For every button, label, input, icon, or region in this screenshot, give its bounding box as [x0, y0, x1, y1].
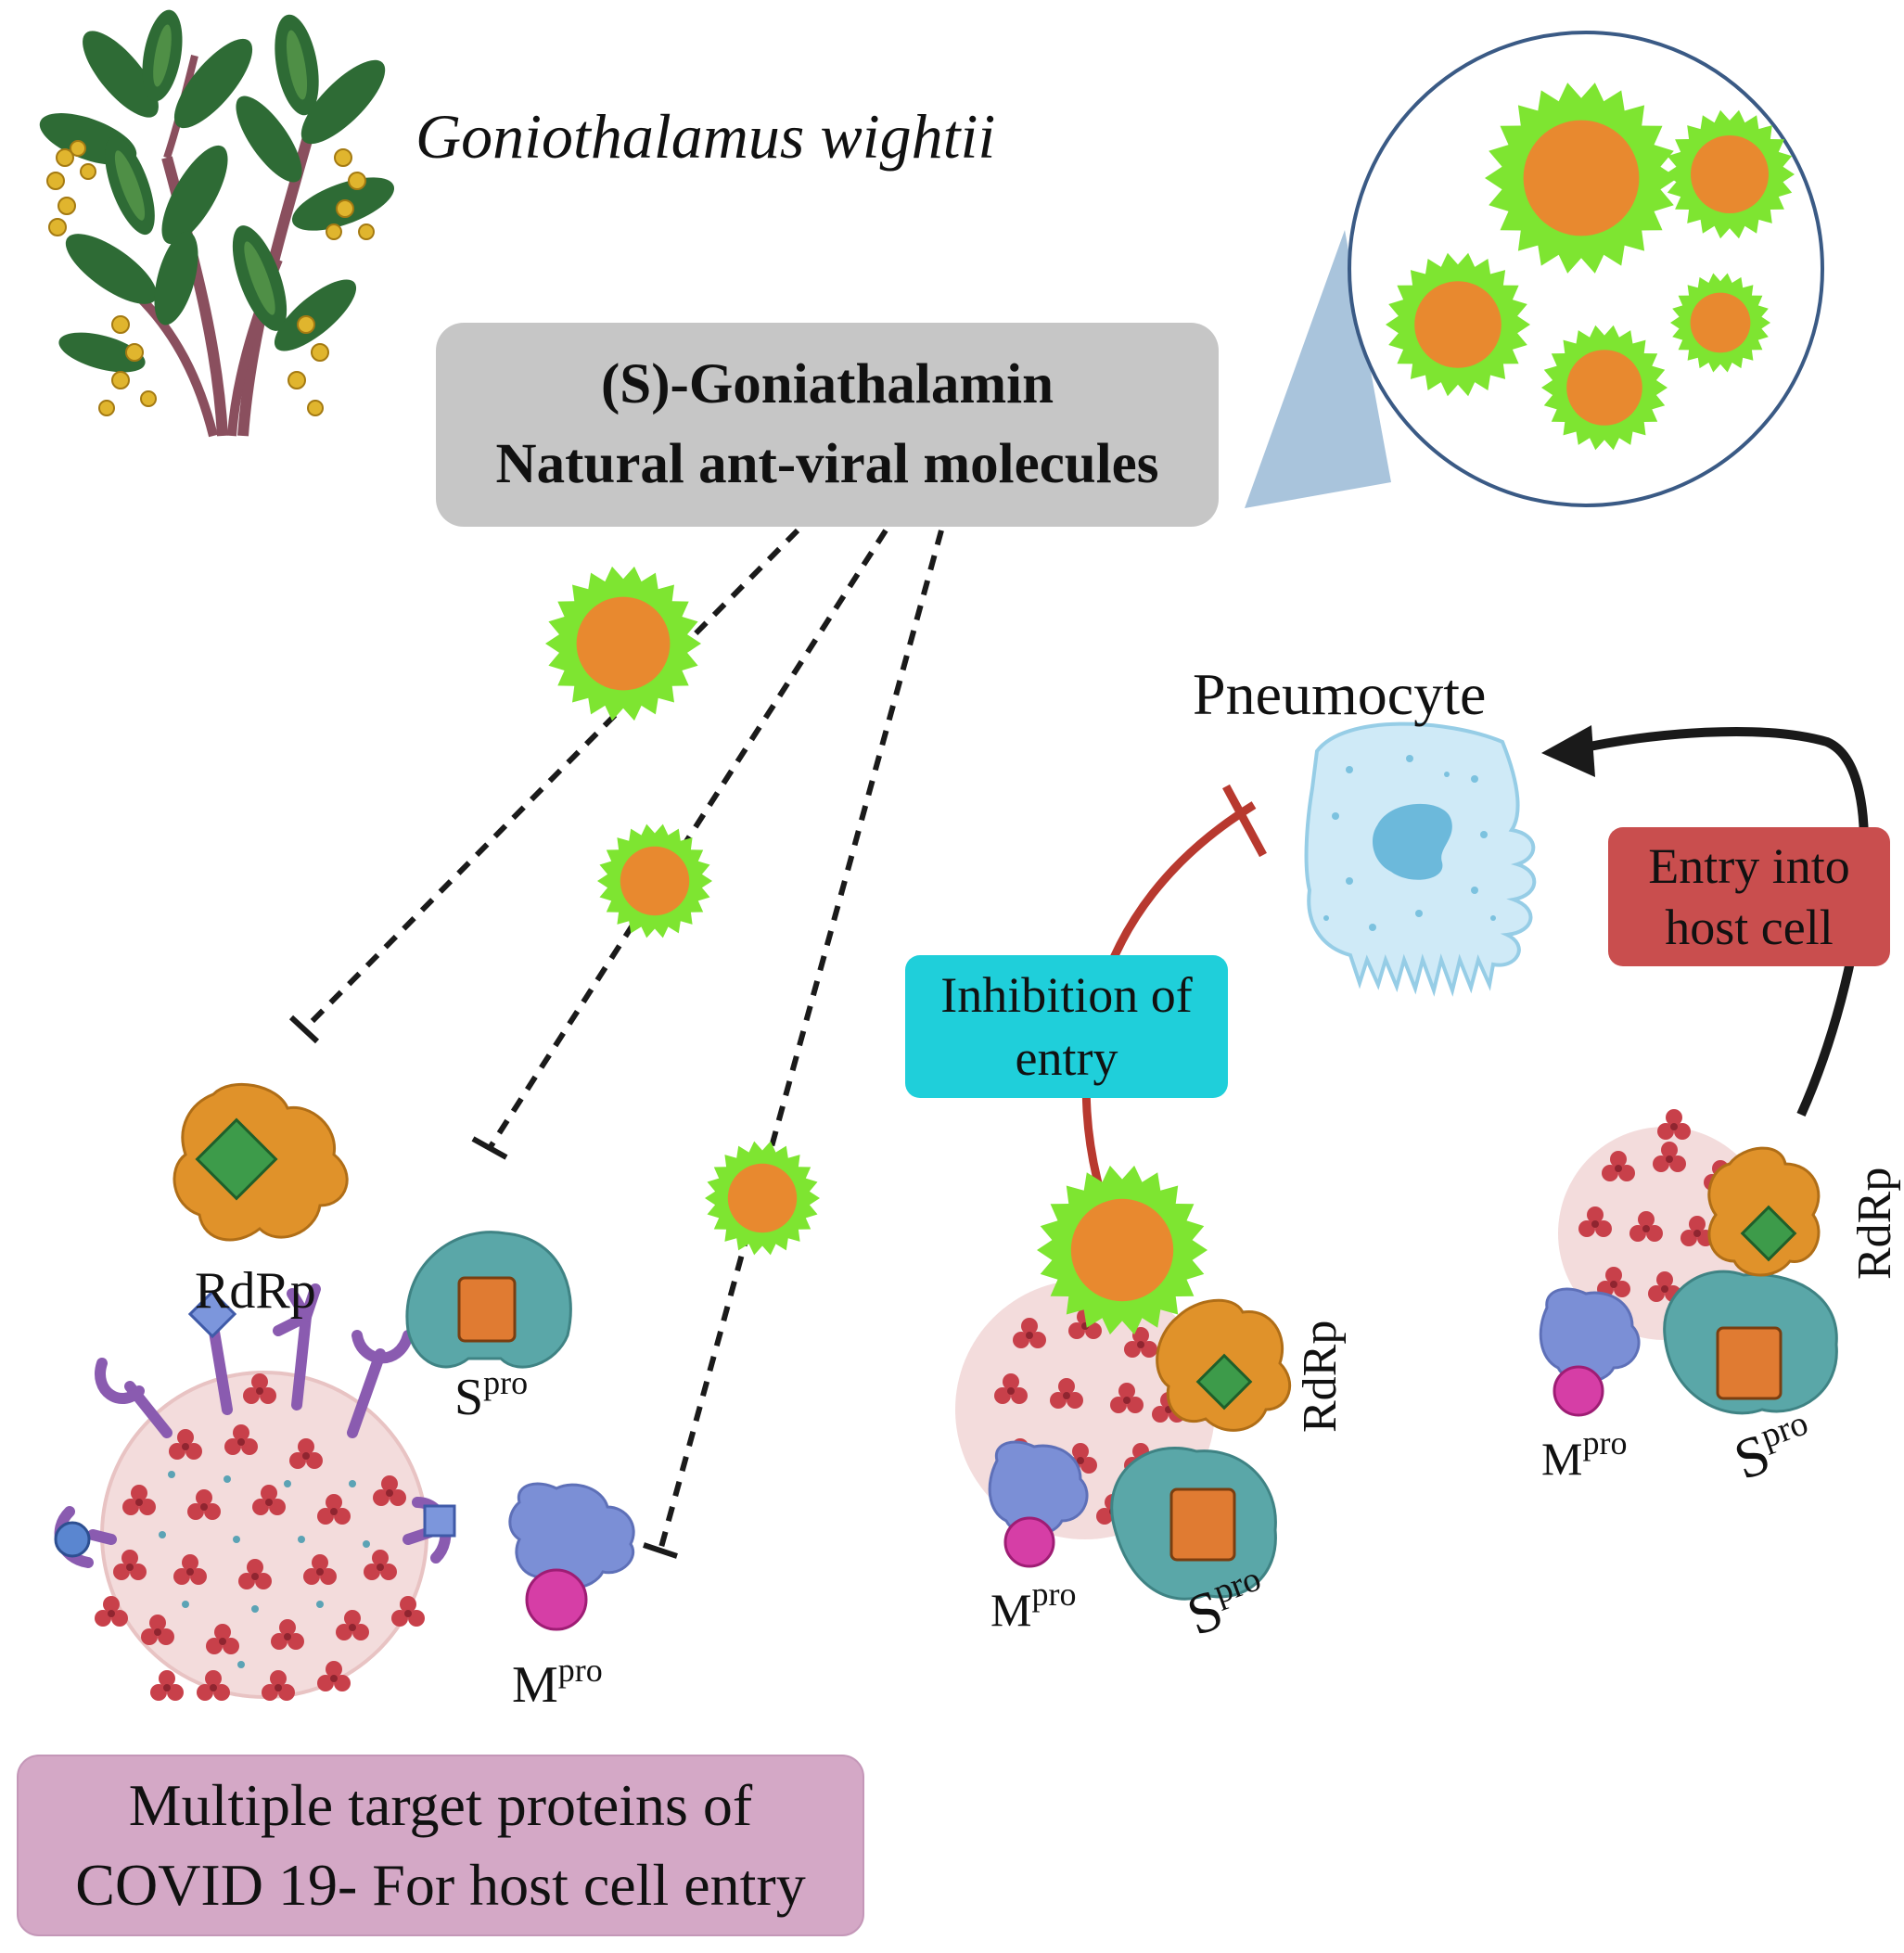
target-proteins-box: Multiple target proteins of COVID 19- Fo…	[17, 1755, 864, 1936]
mpro-binding-site	[1553, 1365, 1604, 1417]
spro-binding-site	[1716, 1326, 1783, 1400]
virus-complex-middle	[955, 1280, 1292, 1601]
tbar-spro	[471, 1136, 508, 1160]
mpro-label-base: M	[512, 1656, 558, 1714]
compound-name: (S)-Goniathalamin	[600, 353, 1054, 415]
plant-illustration	[39, 9, 395, 438]
rdrp-label-left: RdRp	[195, 1262, 316, 1320]
target-proteins-line2: COVID 19- For host cell entry	[75, 1852, 806, 1918]
tbar-mpro	[643, 1542, 678, 1559]
molecule-core	[620, 846, 690, 916]
rdrp-label-right: RdRp	[1848, 1168, 1901, 1280]
mpro-label-sup: pro	[1031, 1576, 1077, 1613]
mpro-label-sup: pro	[557, 1652, 603, 1689]
inhibition-line2: entry	[1015, 1030, 1118, 1086]
molecule-core	[1690, 292, 1751, 353]
rdrp-binding-site	[195, 1117, 278, 1201]
antiviral-molecules	[545, 83, 1795, 1335]
spro-label-base: S	[454, 1369, 484, 1426]
mpro-protein	[988, 1440, 1089, 1537]
entry-line2: host cell	[1665, 900, 1834, 955]
molecule-core	[727, 1163, 798, 1233]
target-proteins-line1: Multiple target proteins of	[128, 1772, 753, 1838]
spro-binding-site	[457, 1276, 517, 1343]
mpro-binding-site	[525, 1568, 588, 1631]
mpro-label-base: M	[1541, 1433, 1583, 1485]
plant-species-name: Goniothalamus wightii	[415, 101, 996, 172]
dashed-line-to-mpro	[658, 530, 944, 1551]
mpro-protein	[1539, 1287, 1641, 1384]
mpro-binding-site	[1003, 1516, 1055, 1568]
mpro-label-left: Mpro	[512, 1651, 603, 1715]
receptor-ligand	[423, 1504, 456, 1538]
virus-large	[54, 1283, 456, 1701]
pneumocyte-label: Pneumocyte	[1193, 661, 1487, 727]
plant-leaves	[39, 9, 395, 373]
molecule-core	[1691, 135, 1769, 213]
inhibition-arrow-tbar	[1222, 784, 1267, 858]
spro-binding-site	[1169, 1487, 1236, 1562]
mpro-label-sup: pro	[1582, 1424, 1628, 1462]
molecule-core	[1566, 350, 1642, 426]
entry-arrow	[1575, 727, 1869, 1117]
pneumocyte-nucleus	[1373, 803, 1452, 880]
inhibition-box: Inhibition of entry	[905, 955, 1228, 1098]
virus-dots	[159, 1471, 370, 1668]
mpro-protein	[508, 1482, 635, 1631]
tbar-end-caps	[288, 1015, 678, 1559]
mpro-label-right: Mpro	[1541, 1423, 1627, 1486]
spro-label-sup: pro	[483, 1364, 529, 1401]
spro-label-right: Spro	[1726, 1403, 1822, 1492]
virus-complex-right	[1539, 1109, 1838, 1417]
molecule-core	[576, 596, 671, 691]
spro-protein	[405, 1231, 572, 1369]
mpro-label-base: M	[990, 1584, 1032, 1636]
plant-flowers	[46, 140, 375, 416]
molecule-core	[1070, 1198, 1174, 1302]
entry-arrowhead	[1541, 725, 1595, 777]
plant-stem	[135, 293, 218, 438]
rdrp-binding-site	[1195, 1353, 1253, 1410]
receptor-ligand	[54, 1521, 91, 1558]
mpro-label-middle: Mpro	[990, 1575, 1076, 1637]
pneumocyte-granules	[1323, 755, 1496, 931]
receptor-ligand	[187, 1289, 237, 1339]
plant-leaf-highlights	[114, 24, 308, 315]
dashed-line-to-rdrp	[301, 528, 800, 1032]
entry-box: Entry into host cell	[1608, 827, 1890, 966]
spro-label-left: Spro	[454, 1363, 528, 1427]
rdrp-protein	[173, 1082, 349, 1242]
rdrp-label-middle: RdRp	[1294, 1321, 1347, 1433]
pneumocyte-cell	[1304, 721, 1537, 997]
entry-line1: Entry into	[1648, 838, 1850, 894]
inhibition-line1: Inhibition of	[940, 967, 1193, 1023]
compound-box: (S)-Goniathalamin Natural ant-viral mole…	[436, 323, 1219, 527]
tbar-rdrp	[288, 1015, 320, 1044]
compound-description: Natural ant-viral molecules	[495, 433, 1159, 495]
molecule-core	[1523, 120, 1640, 236]
molecule-core	[1414, 281, 1501, 368]
rdrp-binding-site	[1740, 1205, 1797, 1262]
